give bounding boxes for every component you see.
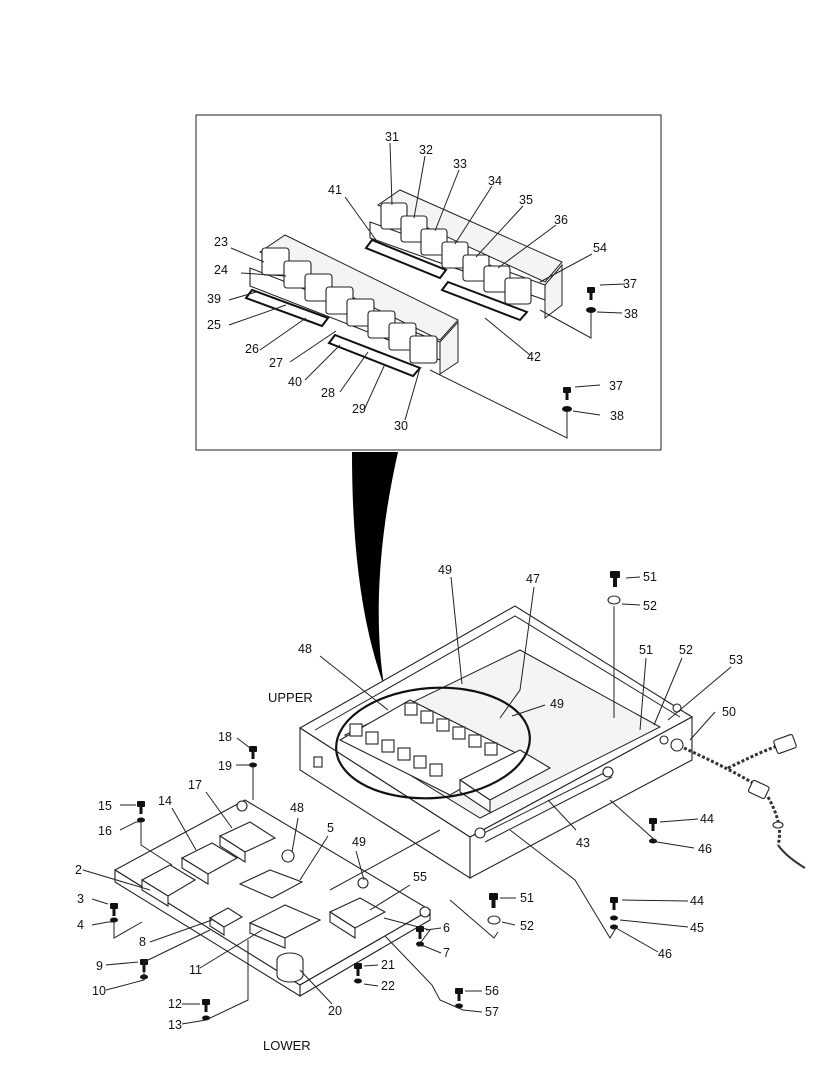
callout-18: 18	[218, 730, 232, 744]
callout-46-lower: 46	[658, 947, 672, 961]
relay-row-rear	[380, 202, 532, 305]
callout-46-upper: 46	[698, 842, 712, 856]
bolt-51-top	[607, 571, 621, 605]
callout-12: 12	[168, 997, 182, 1011]
callout-24: 24	[214, 263, 228, 277]
callout-37-lower: 37	[609, 379, 623, 393]
callout-47: 47	[526, 572, 540, 586]
callout-7: 7	[443, 946, 450, 960]
callout-35: 35	[519, 193, 533, 207]
callout-54: 54	[593, 241, 607, 255]
callout-52-top: 52	[643, 599, 657, 613]
callout-25: 25	[207, 318, 221, 332]
callout-55: 55	[413, 870, 427, 884]
bolt-15	[137, 801, 145, 823]
callout-30: 30	[394, 419, 408, 433]
callout-42: 42	[527, 350, 541, 364]
bolt-18	[249, 746, 257, 768]
callout-21: 21	[381, 958, 395, 972]
callout-49-mid: 49	[550, 697, 564, 711]
callout-57: 57	[485, 1005, 499, 1019]
callout-44-upper: 44	[700, 812, 714, 826]
callout-44-lower: 44	[690, 894, 704, 908]
callout-15: 15	[98, 799, 112, 813]
bolt-51-lower	[487, 893, 501, 925]
callout-51-top: 51	[643, 570, 657, 584]
detail-zoom-ellipse	[335, 686, 531, 800]
callout-38-lower: 38	[610, 409, 624, 423]
callout-14: 14	[158, 794, 172, 808]
callout-36: 36	[554, 213, 568, 227]
callout-3: 3	[77, 892, 84, 906]
callout-2: 2	[75, 863, 82, 877]
bolt-44-upper	[649, 818, 657, 844]
callout-40: 40	[288, 375, 302, 389]
detail-callout-pointer	[352, 452, 398, 686]
callout-49-top: 49	[438, 563, 452, 577]
callout-51-lower: 51	[520, 891, 534, 905]
callout-52-mid: 52	[679, 643, 693, 657]
bolt-3	[110, 903, 118, 923]
callout-23: 23	[214, 235, 228, 249]
callout-17: 17	[188, 778, 202, 792]
relay-row-front	[261, 247, 438, 364]
callout-49-lower: 49	[352, 835, 366, 849]
main-leaders	[82, 576, 732, 1025]
callout-27: 27	[269, 356, 283, 370]
inset-leaders	[228, 142, 626, 439]
callout-53: 53	[729, 653, 743, 667]
callout-26: 26	[245, 342, 259, 356]
callout-48-lower: 48	[290, 801, 304, 815]
callout-9: 9	[96, 959, 103, 973]
callout-56: 56	[485, 984, 499, 998]
callout-43: 43	[576, 836, 590, 850]
callout-31: 31	[385, 130, 399, 144]
upper-label: UPPER	[268, 690, 313, 705]
callout-numbers: 31 32 33 34 35 36 41 54 23 24 37 38 39 2…	[75, 130, 743, 1032]
callout-38-upper: 38	[624, 307, 638, 321]
callout-52-lower: 52	[520, 919, 534, 933]
callout-48-upper: 48	[298, 642, 312, 656]
callout-4: 4	[77, 918, 84, 932]
callout-32: 32	[419, 143, 433, 157]
wire-harness	[683, 734, 806, 869]
callout-10: 10	[92, 984, 106, 998]
bolt-12	[202, 999, 210, 1021]
bolt-44-lower	[610, 897, 618, 930]
callout-50: 50	[722, 705, 736, 719]
callout-20: 20	[328, 1004, 342, 1018]
label-strips	[244, 238, 529, 378]
callout-37-upper: 37	[623, 277, 637, 291]
callout-33: 33	[453, 157, 467, 171]
callout-39: 39	[207, 292, 221, 306]
callout-22: 22	[381, 979, 395, 993]
bolt-56	[455, 988, 463, 1009]
callout-8: 8	[139, 935, 146, 949]
callout-19: 19	[218, 759, 232, 773]
bolt-21	[354, 963, 362, 984]
callout-28: 28	[321, 386, 335, 400]
upper-enclosure	[298, 605, 694, 880]
callout-11: 11	[189, 963, 202, 977]
callout-5: 5	[327, 821, 334, 835]
lower-label: LOWER	[263, 1038, 311, 1053]
callout-51-mid: 51	[639, 643, 653, 657]
callout-6: 6	[443, 921, 450, 935]
callout-29: 29	[352, 402, 366, 416]
callout-41: 41	[328, 183, 342, 197]
callout-16: 16	[98, 824, 112, 838]
callout-45: 45	[690, 921, 704, 935]
inset-bolt-37-lower	[562, 387, 572, 412]
inset-bolt-37-upper	[586, 287, 596, 313]
callout-13: 13	[168, 1018, 182, 1032]
callout-34: 34	[488, 174, 502, 188]
